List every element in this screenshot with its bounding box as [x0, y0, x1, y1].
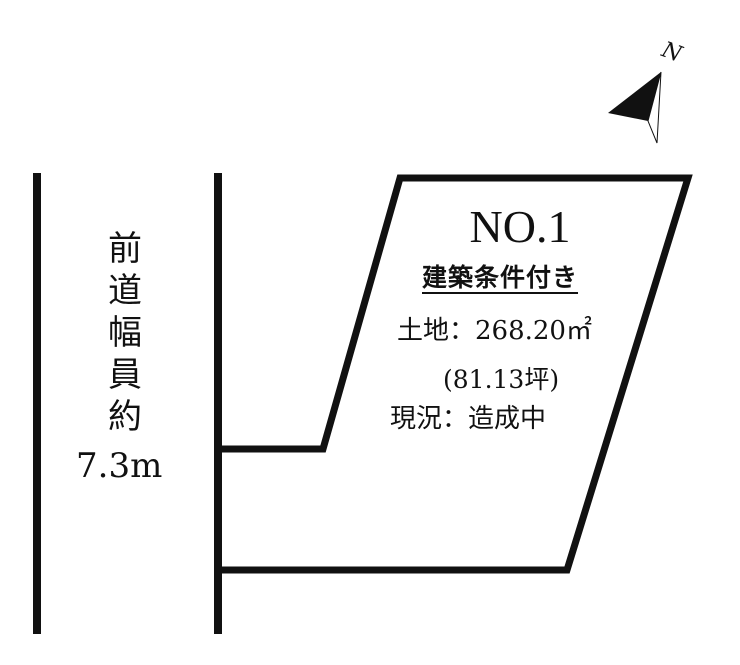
road-label-char: 道 — [108, 271, 142, 311]
road-label-char: 約 — [108, 397, 142, 437]
road-label-char: 前 — [108, 229, 142, 269]
plot-number: NO.1 — [469, 201, 571, 252]
road-label-char: 員 — [108, 355, 142, 395]
plot-condition: 建築条件付き — [422, 263, 579, 292]
plot-area-tsubo: (81.13坪) — [443, 365, 560, 394]
road-width-label: 前 道 幅 員 約 — [100, 228, 150, 438]
plot-area: 土地：268.20㎡ — [397, 316, 592, 346]
plot-status: 現況：造成中 — [390, 404, 547, 434]
road-label-char: 幅 — [108, 313, 142, 353]
road-width-value: 7.3m — [76, 446, 163, 486]
plot-boundary — [214, 174, 693, 574]
north-arrow-icon — [608, 71, 662, 144]
